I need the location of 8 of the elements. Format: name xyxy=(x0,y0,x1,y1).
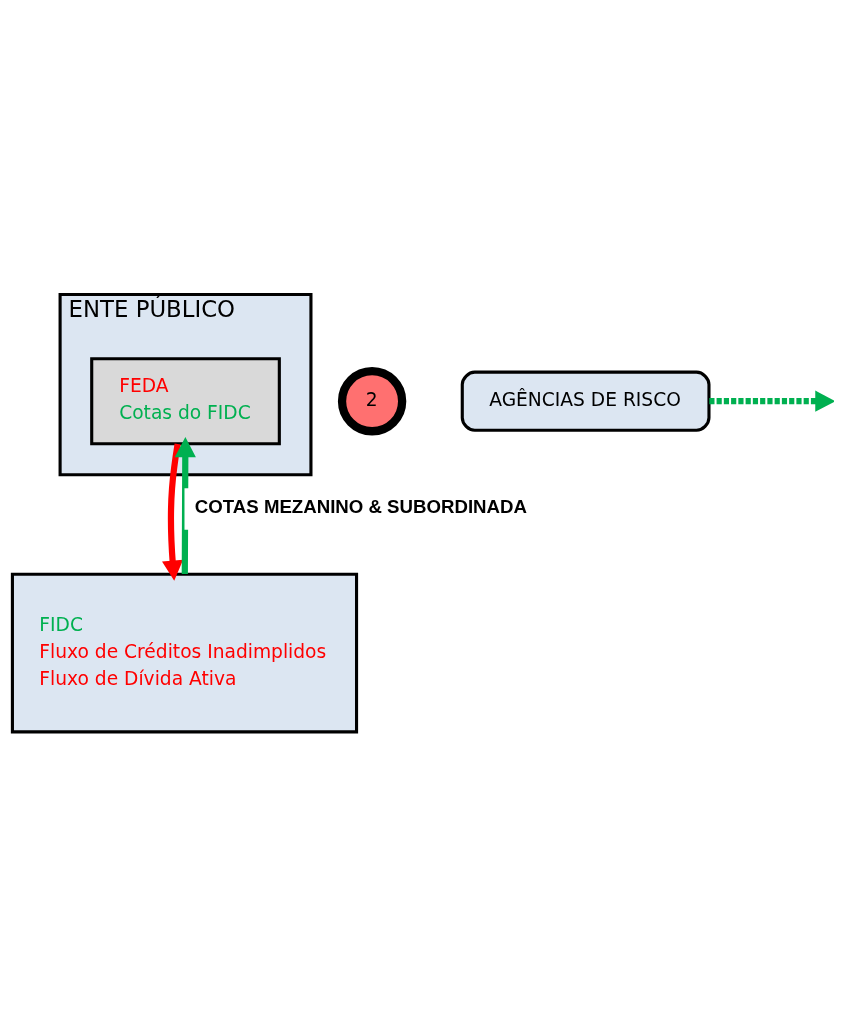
node-circle: 2 xyxy=(337,367,407,436)
arrow xyxy=(709,390,834,412)
node-box: FEDA Cotas do FIDC xyxy=(90,357,281,446)
node-box: FIDC Fluxo de Créditos Inadimplidos Fluxo de Dívida Ativa xyxy=(10,572,359,734)
arrow xyxy=(162,443,184,581)
node-box: AGÊNCIAS DE RISCO xyxy=(460,370,711,432)
arrow xyxy=(174,437,196,575)
edge-label: COTAS MEZANINO & SUBORDINADA xyxy=(194,495,527,517)
